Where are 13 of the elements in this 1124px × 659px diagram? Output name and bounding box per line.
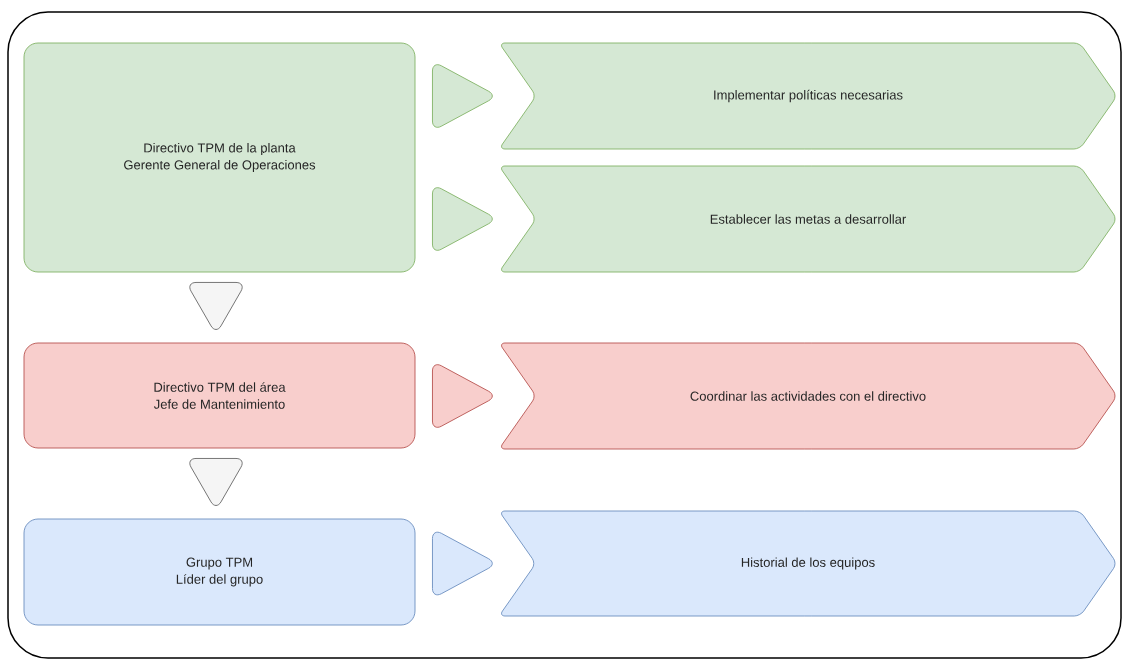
arrow — [432, 531, 493, 596]
arrow — [432, 364, 493, 428]
process-box: Directivo TPM de la planta Gerente General de Operaciones — [23, 42, 416, 273]
task-banner: Historial de los equipos — [501, 510, 1116, 617]
process-box: Grupo TPM Líder del grupo — [23, 518, 416, 626]
arrow — [189, 282, 243, 330]
arrow — [189, 458, 243, 506]
task-banner: Coordinar las actividades con el directivo — [501, 342, 1116, 450]
arrow — [432, 187, 493, 251]
process-box: Directivo TPM del área Jefe de Mantenimiento — [23, 342, 416, 449]
task-banner: Establecer las metas a desarrollar — [501, 165, 1116, 273]
arrow — [432, 64, 493, 128]
task-banner: Implementar políticas necesarias — [501, 42, 1116, 150]
